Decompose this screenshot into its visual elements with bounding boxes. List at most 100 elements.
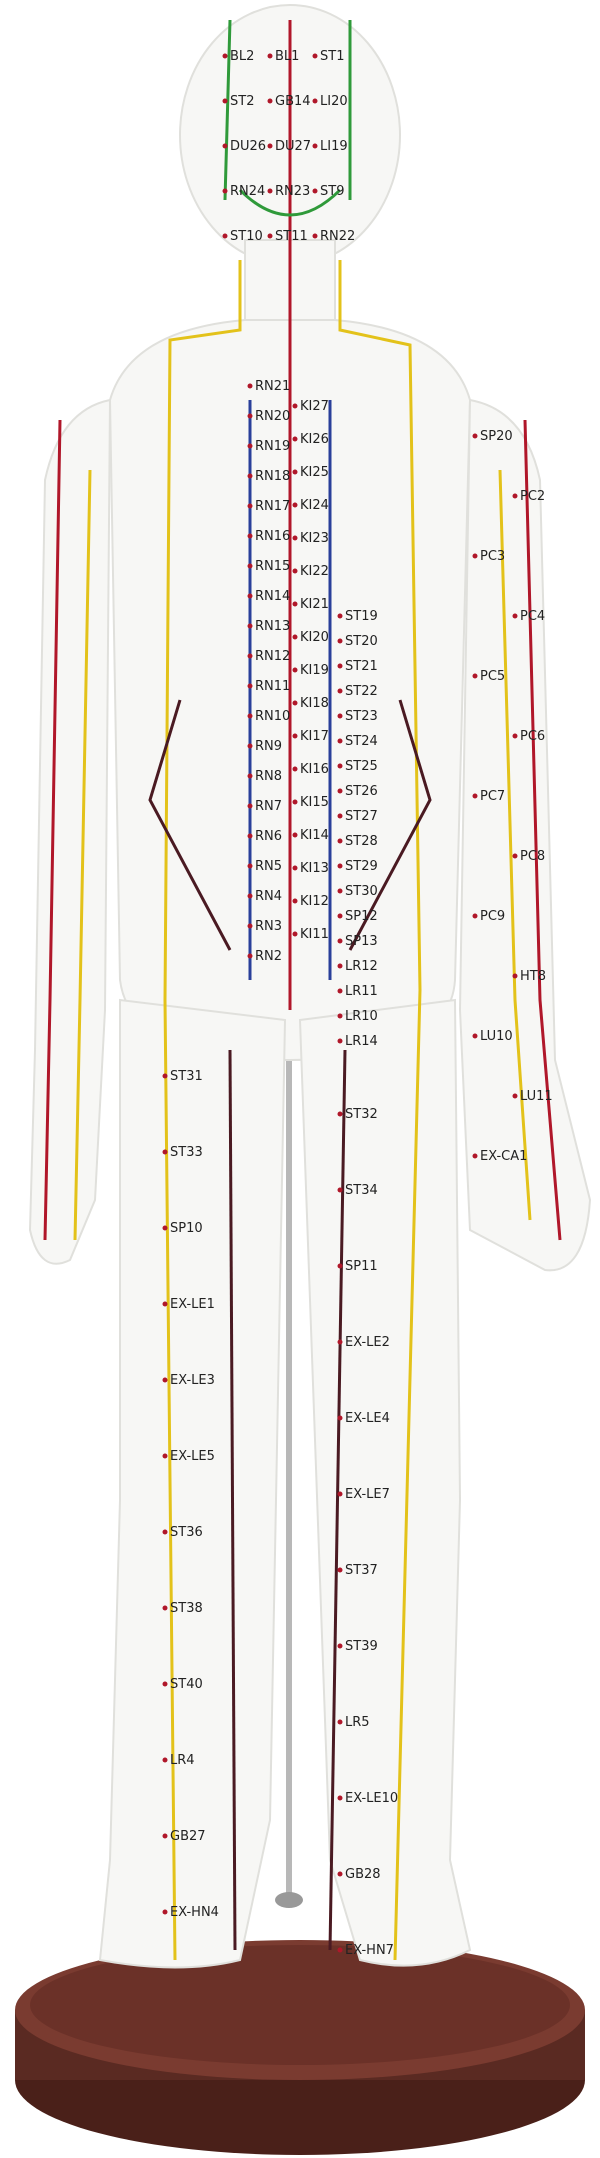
acupoint-dot: [292, 766, 298, 772]
acupoint-label: RN3: [255, 919, 282, 934]
acupoint-dot: [247, 563, 253, 569]
acupoint-label: EX-CA1: [480, 1149, 527, 1164]
acupoint-label: RN5: [255, 859, 282, 874]
acupoint-dot: [247, 893, 253, 899]
model-body: [28, 4, 592, 1969]
acupoint-dot: [337, 1643, 343, 1649]
acupoint-dot: [512, 973, 518, 979]
acupoint-dot: [247, 683, 253, 689]
acupoint-label: EX-LE3: [170, 1373, 215, 1388]
acupoint-label: RN22: [320, 229, 355, 244]
acupoint-label: KI12: [300, 894, 329, 909]
acupoint-dot: [292, 535, 298, 541]
acupoint-dot: [337, 788, 343, 794]
acupoint-label: ST23: [345, 709, 378, 724]
acupoint-label: RN17: [255, 499, 290, 514]
acupoint-dot: [267, 188, 273, 194]
acupoint-dot: [247, 833, 253, 839]
acupoint-label: PC9: [480, 909, 505, 924]
acupoint-dot: [472, 1153, 478, 1159]
acupoint-dot: [267, 53, 273, 59]
acupoint-label: BL2: [230, 49, 254, 64]
acupoint-label: RN24: [230, 184, 265, 199]
acupoint-dot: [472, 913, 478, 919]
acupoint-dot: [512, 493, 518, 499]
acupoint-label: RN7: [255, 799, 282, 814]
acupoint-label: RN15: [255, 559, 290, 574]
acupoint-label: ST29: [345, 859, 378, 874]
acupoint-dot: [337, 1491, 343, 1497]
acupoint-label: EX-HN4: [170, 1905, 219, 1920]
acupoint-dot: [337, 1795, 343, 1801]
acupoint-label: ST25: [345, 759, 378, 774]
acupoint-label: GB28: [345, 1867, 381, 1882]
acupoint-label: KI14: [300, 828, 329, 843]
acupoint-dot: [292, 502, 298, 508]
acupoint-dot: [292, 865, 298, 871]
acupoint-dot: [337, 1567, 343, 1573]
acupoint-label: RN14: [255, 589, 290, 604]
acupoint-label: RN8: [255, 769, 282, 784]
acupoint-label: RN16: [255, 529, 290, 544]
acupoint-label: KI24: [300, 498, 329, 513]
acupoint-label: LR4: [170, 1753, 195, 1768]
acupoint-dot: [247, 383, 253, 389]
acupoint-dot: [312, 53, 318, 59]
acupoint-dot: [162, 1681, 168, 1687]
acupoint-label: LR11: [345, 984, 378, 999]
acupoint-label: RN13: [255, 619, 290, 634]
acupoint-dot: [162, 1301, 168, 1307]
acupoint-dot: [162, 1453, 168, 1459]
acupoint-label: ST11: [275, 229, 308, 244]
acupoint-dot: [247, 503, 253, 509]
acupoint-label: KI21: [300, 597, 329, 612]
acupoint-label: KI11: [300, 927, 329, 942]
acupoint-label: KI23: [300, 531, 329, 546]
acupoint-label: RN18: [255, 469, 290, 484]
acupoint-dot: [337, 938, 343, 944]
acupoint-dot: [162, 1225, 168, 1231]
acupoint-dot: [162, 1909, 168, 1915]
acupoint-label: ST40: [170, 1677, 203, 1692]
acupoint-label: ST36: [170, 1525, 203, 1540]
acupoint-dot: [337, 738, 343, 744]
acupoint-label: KI18: [300, 696, 329, 711]
acupoint-label: LI19: [320, 139, 348, 154]
acupoint-label: KI15: [300, 795, 329, 810]
acupoint-label: DU26: [230, 139, 266, 154]
acupoint-dot: [292, 568, 298, 574]
acupoint-dot: [247, 653, 253, 659]
acupoint-dot: [247, 773, 253, 779]
acupoint-label: EX-LE1: [170, 1297, 215, 1312]
acupoint-label: SP12: [345, 909, 378, 924]
stand-nut: [275, 1892, 303, 1908]
acupoint-dot: [267, 233, 273, 239]
acupoint-label: HT8: [520, 969, 546, 984]
acupoint-dot: [512, 733, 518, 739]
acupoint-label: ST38: [170, 1601, 203, 1616]
acupoint-dot: [162, 1149, 168, 1155]
acupoint-dot: [247, 473, 253, 479]
acupoint-label: SP20: [480, 429, 513, 444]
acupoint-label: KI13: [300, 861, 329, 876]
acupoint-dot: [472, 673, 478, 679]
acupoint-label: KI22: [300, 564, 329, 579]
acupoint-label: KI26: [300, 432, 329, 447]
acupoint-label: ST9: [320, 184, 344, 199]
acupoint-label: ST2: [230, 94, 254, 109]
acupoint-dot: [247, 923, 253, 929]
acupoint-dot: [312, 98, 318, 104]
acupoint-dot: [292, 832, 298, 838]
acupoint-dot: [267, 143, 273, 149]
acupoint-label: ST30: [345, 884, 378, 899]
acupoint-dot: [222, 143, 228, 149]
acupoint-label: RN19: [255, 439, 290, 454]
acupoint-dot: [337, 638, 343, 644]
acupoint-label: PC5: [480, 669, 505, 684]
acupoint-label: ST32: [345, 1107, 378, 1122]
acupoint-dot: [292, 931, 298, 937]
acupoint-label: LR10: [345, 1009, 378, 1024]
acupoint-label: RN2: [255, 949, 282, 964]
